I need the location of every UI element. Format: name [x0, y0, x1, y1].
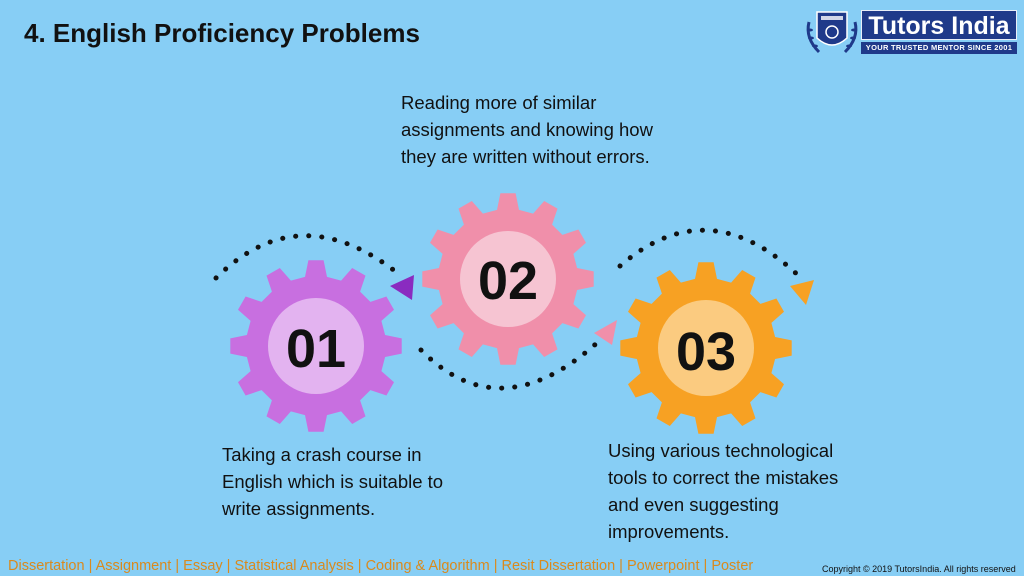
step-number-02: 02 [478, 251, 538, 311]
arrow-01-to-03 [594, 320, 617, 345]
laurel-crest-icon [806, 11, 858, 54]
step-01-text: Taking a crash course in English which i… [222, 444, 444, 519]
dotted-arc-02-to-03 [617, 227, 806, 283]
slide-title: 4. English Proficiency Problems [24, 18, 420, 48]
step-number-01: 01 [286, 319, 346, 379]
logo-tagline: YOUR TRUSTED MENTOR SINCE 2001 [861, 42, 1017, 54]
gear-02 [422, 193, 594, 365]
gear-03 [620, 262, 792, 434]
tutors-india-logo: Tutors India YOUR TRUSTED MENTOR SINCE 2… [803, 8, 1017, 56]
step-03-text: Using various technological tools to cor… [608, 440, 839, 542]
gear-01 [230, 260, 402, 432]
gear-03-center [658, 300, 754, 396]
dotted-arc-01-to-02 [213, 233, 403, 281]
gear-01-center [268, 298, 364, 394]
gear-02-center [460, 231, 556, 327]
logo-name: Tutors India [861, 10, 1017, 40]
step-02-text: Reading more of similar assignments and … [401, 92, 653, 167]
step-number-03: 03 [676, 322, 736, 382]
arrow-02-to-03 [790, 280, 814, 305]
dotted-arc-01-to-03 [418, 339, 601, 391]
footer-links: Dissertation | Assignment | Essay | Stat… [8, 558, 754, 574]
copyright-notice: Copyright © 2019 TutorsIndia. All rights… [822, 564, 1016, 574]
arrow-01-to-02 [390, 275, 414, 300]
